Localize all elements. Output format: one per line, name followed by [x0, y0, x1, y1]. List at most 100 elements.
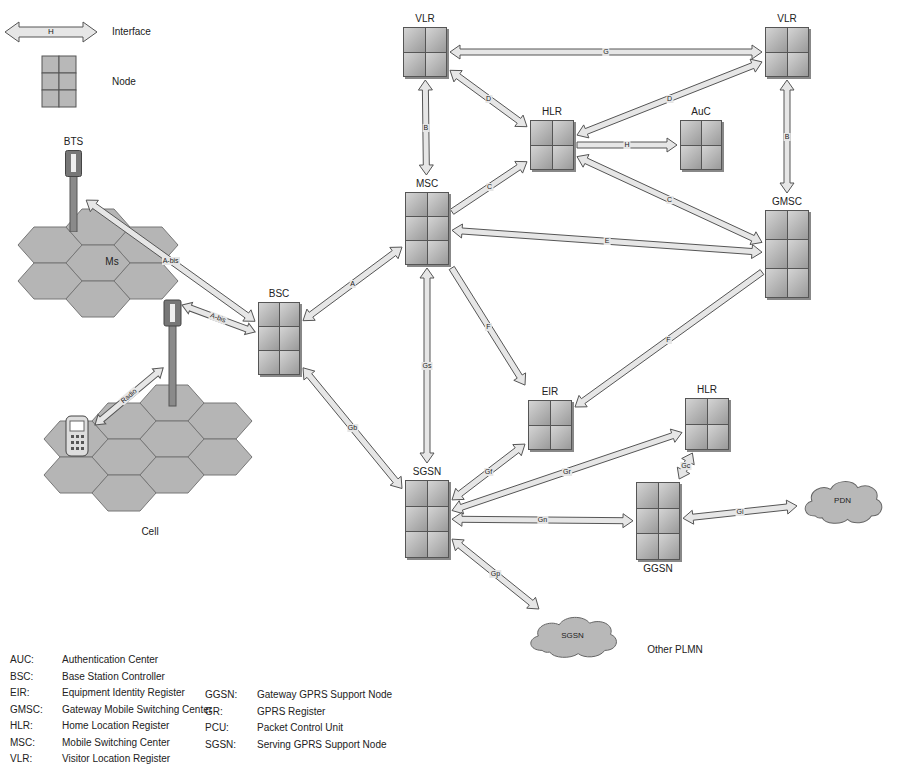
abbreviation-meaning: Serving GPRS Support Node	[257, 739, 387, 751]
node-cell	[428, 217, 449, 240]
interface-arrow	[418, 80, 433, 175]
interface-label: B	[784, 133, 791, 141]
node-cell	[259, 327, 279, 350]
interface-label: Gb	[347, 424, 358, 432]
node-cell	[406, 532, 427, 557]
interface-label: Gr	[562, 468, 572, 476]
interface-label: Gf	[484, 468, 493, 476]
node-cell	[406, 193, 427, 216]
node-label: HLR	[697, 384, 717, 396]
diagram-label: Other PLMN	[647, 644, 703, 656]
network-node: EIR	[528, 400, 572, 450]
abbreviation: PCU:	[205, 722, 229, 734]
network-node: AuC	[680, 120, 722, 170]
node-cell	[766, 240, 787, 268]
interface-label: A	[349, 280, 356, 288]
node-label: AuC	[691, 106, 710, 118]
network-node: MSC	[405, 192, 449, 265]
diagram-label: Cell	[141, 526, 158, 538]
node-cell	[702, 121, 722, 145]
interface-label: H	[623, 141, 630, 149]
diagram-label: Radio	[119, 386, 140, 405]
node-icon	[405, 480, 449, 558]
node-icon	[765, 27, 809, 77]
cell-hexagons	[18, 209, 252, 511]
node-cell	[686, 425, 707, 450]
abbreviation-meaning: Gateway GPRS Support Node	[257, 689, 392, 701]
node-label: HLR	[542, 106, 562, 118]
node-cell	[788, 269, 809, 297]
interface-label: F	[665, 336, 671, 344]
interface-arrow	[683, 500, 797, 524]
interface-arrow	[452, 224, 762, 259]
interface-label: F	[485, 323, 491, 331]
node-label: BSC	[269, 288, 290, 300]
radio-interface-arrow	[91, 363, 167, 429]
legend-text: Node	[112, 76, 136, 88]
node-icon	[528, 400, 572, 450]
node-cell	[766, 269, 787, 297]
network-node: HLR	[530, 120, 574, 170]
node-cell	[404, 53, 425, 77]
node-cell	[426, 28, 447, 52]
interface-label: C	[486, 183, 493, 191]
node-icon	[765, 210, 809, 298]
node-cell	[406, 507, 427, 532]
interface-arrow	[577, 59, 762, 138]
node-cell	[788, 53, 809, 77]
network-node: HLR	[685, 398, 729, 450]
interface-arrow	[577, 155, 762, 245]
abbreviation-meaning: Mobile Switching Center	[62, 737, 170, 749]
abbreviation: SGSN:	[205, 739, 236, 751]
tower-pole	[70, 170, 77, 232]
network-node: BSC	[258, 302, 300, 375]
node-cell	[686, 399, 707, 424]
node-cell	[766, 53, 787, 77]
abbreviation: GGSN:	[205, 689, 237, 701]
interface-arrow	[303, 247, 402, 321]
node-cell	[708, 425, 729, 450]
node-icon	[636, 482, 680, 560]
legend-text: Interface	[112, 26, 151, 38]
node-cell	[428, 193, 449, 216]
node-cell	[681, 146, 701, 170]
node-cell	[259, 351, 279, 374]
node-cell	[788, 211, 809, 239]
node-cell	[280, 351, 300, 374]
node-icon	[403, 27, 447, 77]
interface-arrow	[303, 368, 402, 489]
diagram-label: H	[47, 28, 55, 36]
interface-arrow	[450, 161, 527, 214]
interface-label: G	[602, 48, 609, 56]
node-cell	[406, 217, 427, 240]
node-cell	[529, 401, 550, 425]
interface-arrow	[449, 266, 525, 385]
interface-label: Gi	[736, 508, 745, 516]
node-cell	[531, 146, 552, 170]
abbreviation-meaning: Equipment Identity Register	[62, 687, 185, 699]
abbreviation: VLR:	[10, 753, 32, 765]
node-icon	[405, 192, 449, 265]
node-label: SGSN	[413, 466, 441, 478]
legend-interface-sample	[5, 22, 97, 42]
interface-label: D	[666, 95, 673, 103]
interface-label: C	[666, 196, 673, 204]
node-cell	[529, 426, 550, 450]
node-cell	[280, 327, 300, 350]
interface-arrow	[677, 453, 694, 479]
tower-slot	[71, 154, 76, 172]
interface-label: A-bis	[162, 257, 180, 265]
interface-arrow	[450, 45, 762, 59]
abbreviation: BSC:	[10, 671, 33, 683]
node-label: GMSC	[772, 196, 802, 208]
node-cell	[426, 53, 447, 77]
node-cell	[702, 146, 722, 170]
interface-arrow	[450, 70, 527, 126]
node-icon	[685, 398, 729, 450]
node-icon	[530, 120, 574, 170]
node-cell	[404, 28, 425, 52]
node-label: GGSN	[643, 563, 672, 575]
diagram-label: A-bis	[208, 311, 228, 325]
interface-arrow	[452, 539, 539, 609]
interface-label: D	[485, 95, 492, 103]
